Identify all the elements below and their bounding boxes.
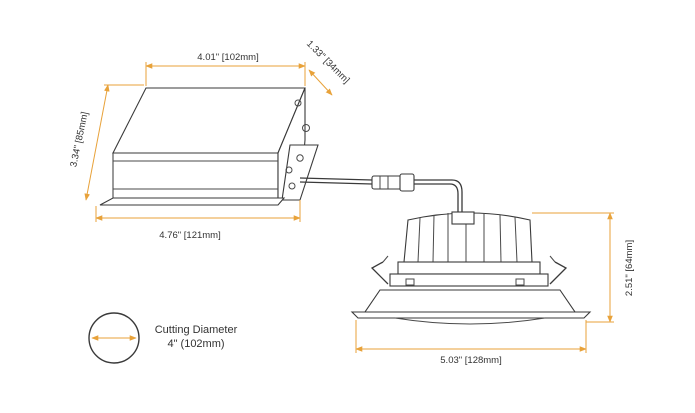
cutout-caption-line2: 4" (102mm): [167, 338, 224, 350]
cutout-caption-line1: Cutting Diameter: [155, 324, 238, 336]
downlight-fixture: [350, 211, 592, 325]
driver-box-top-face: [112, 87, 306, 154]
fixture-cable-inlet: [451, 211, 475, 225]
cutout-circle: [88, 312, 140, 364]
dim-box-height-line: [84, 84, 110, 201]
connector-cable: [299, 173, 463, 212]
fixture-width-label: 5.03" [128mm]: [440, 355, 501, 366]
box-base-width-label: 4.76" [121mm]: [159, 230, 220, 241]
dim-box-depth-line: [308, 69, 333, 96]
box-depth-label: 1.33" [34mm]: [304, 38, 352, 86]
fixture-trim: [363, 289, 577, 313]
driver-box-front-face: [112, 152, 279, 199]
box-width-label: 4.01" [102mm]: [197, 52, 258, 63]
spring-clip-left: [370, 261, 389, 285]
fixture-height-label: 2.51" [64mm]: [624, 240, 635, 296]
spring-clip-right: [549, 261, 568, 285]
driver-box: [99, 87, 319, 206]
box-height-label: 3.34" [85mm]: [68, 111, 90, 168]
dimension-lines: [84, 62, 614, 353]
